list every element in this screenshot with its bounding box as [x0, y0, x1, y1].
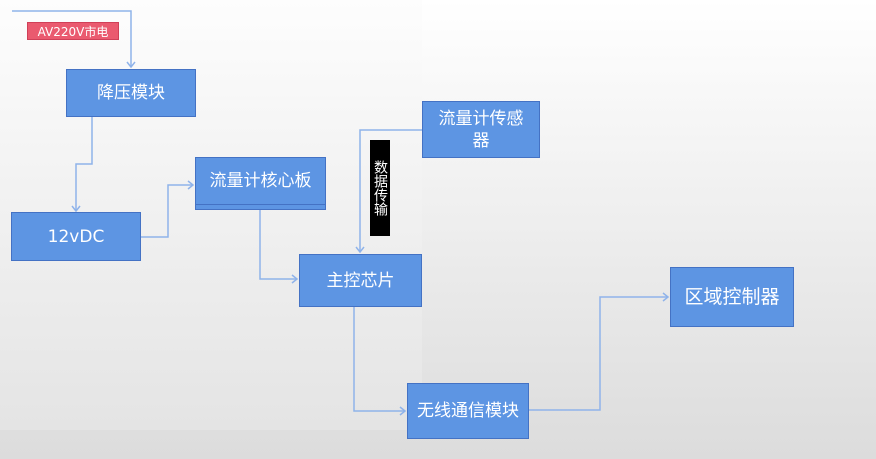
connector-12v-to-core [140, 184, 193, 238]
connector-power-to-buck [12, 10, 132, 67]
arrow-head [662, 292, 670, 302]
node-core-board[interactable]: 流量计核心板 [195, 157, 326, 205]
arrow-head [355, 246, 365, 254]
node-flow-sensor[interactable]: 流量计传感器 [422, 101, 540, 158]
node-mcu[interactable]: 主控芯片 [299, 254, 422, 307]
connector-core-to-mcu [259, 209, 297, 280]
arrow-head [126, 61, 136, 69]
node-buck-module[interactable]: 降压模块 [66, 69, 196, 117]
arrow-head [291, 274, 299, 284]
node-12vdc[interactable]: 12vDC [11, 212, 141, 261]
connector-wireless-to-controller [528, 296, 668, 411]
connector-sensor-to-mcu [359, 129, 422, 252]
arrow-head [399, 406, 407, 416]
power-label: AV220V市电 [27, 22, 119, 40]
data-transfer-label: 数据传输 [370, 140, 390, 236]
node-wireless-module[interactable]: 无线通信模块 [407, 383, 529, 439]
connector-buck-to-12v [75, 116, 93, 211]
arrow-head [187, 180, 195, 190]
node-area-controller[interactable]: 区域控制器 [670, 267, 794, 327]
arrow-head [71, 205, 81, 213]
connector-mcu-to-wireless [353, 306, 405, 412]
